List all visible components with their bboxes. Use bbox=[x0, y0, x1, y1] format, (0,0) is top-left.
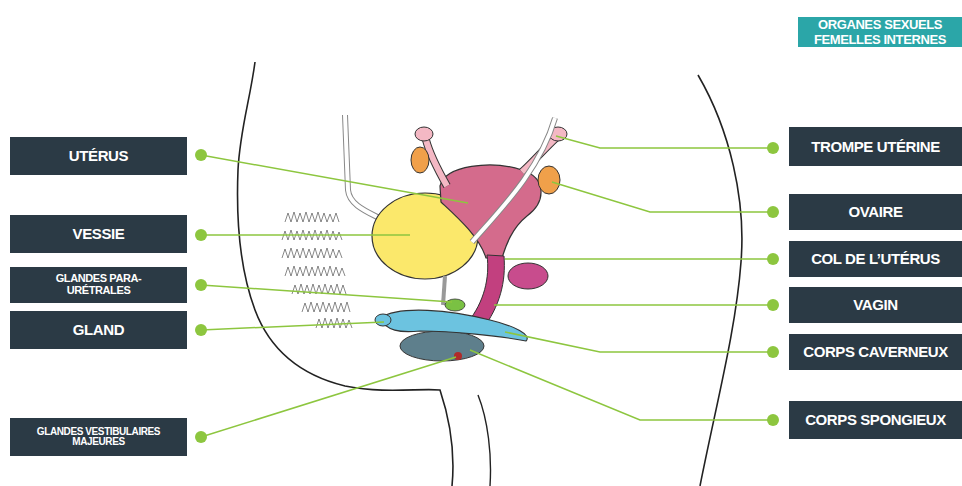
leader-dot bbox=[195, 149, 207, 161]
part-label: CORPS CAVERNEUX bbox=[803, 344, 948, 360]
leader-line bbox=[201, 234, 410, 236]
glans bbox=[375, 314, 391, 326]
label-box: VESSIE bbox=[10, 215, 187, 253]
leader-dot bbox=[195, 279, 207, 291]
part-label: CORPS SPONGIEUX bbox=[805, 412, 946, 428]
ureter bbox=[472, 118, 555, 242]
vestibular-gland bbox=[454, 352, 462, 360]
body-outline bbox=[698, 75, 742, 486]
part-label: GLANDES VESTIBULAIRES MAJEURES bbox=[24, 427, 174, 448]
leader-dot bbox=[767, 142, 779, 154]
rectal-bulge bbox=[508, 263, 548, 289]
label-box: OVAIRE bbox=[789, 194, 962, 230]
leader-dot bbox=[767, 253, 779, 265]
leader-dot bbox=[767, 299, 779, 311]
spongy-body bbox=[400, 331, 484, 361]
leader-line bbox=[201, 155, 468, 203]
leader-line bbox=[505, 332, 773, 352]
part-label: COL DE L’UTÉRUS bbox=[811, 251, 940, 267]
part-label: OVAIRE bbox=[849, 204, 903, 220]
part-label: VAGIN bbox=[853, 297, 897, 313]
ovary bbox=[538, 166, 560, 194]
label-box: UTÉRUS bbox=[10, 137, 187, 175]
title-band: ORGANES SEXUELS FEMELLES INTERNES bbox=[798, 17, 962, 47]
leader-dot bbox=[767, 346, 779, 358]
part-label: VESSIE bbox=[73, 226, 125, 242]
leader-line bbox=[552, 182, 773, 212]
leader-line bbox=[470, 350, 773, 420]
label-box: CORPS CAVERNEUX bbox=[789, 334, 962, 370]
leader-dot bbox=[195, 324, 207, 336]
cavernous-body bbox=[380, 310, 527, 341]
label-box: GLANDES VESTIBULAIRES MAJEURES bbox=[10, 418, 187, 456]
ovary bbox=[411, 147, 429, 173]
title-text: ORGANES SEXUELS FEMELLES INTERNES bbox=[798, 17, 962, 47]
urethra bbox=[443, 276, 445, 305]
part-label: TROMPE UTÉRINE bbox=[811, 139, 940, 155]
label-box: COL DE L’UTÉRUS bbox=[789, 241, 962, 277]
fimbriae bbox=[415, 127, 433, 141]
label-box: GLANDES PARA-URÉTRALES bbox=[10, 267, 187, 303]
para-urethral-glands bbox=[445, 299, 465, 311]
label-box: GLAND bbox=[10, 311, 187, 349]
part-label: GLANDES PARA-URÉTRALES bbox=[49, 273, 149, 296]
leader-line bbox=[201, 285, 452, 302]
leader-dot bbox=[195, 431, 207, 443]
body-outline bbox=[478, 395, 491, 486]
pubic-hair bbox=[282, 212, 352, 328]
part-label: UTÉRUS bbox=[69, 148, 128, 164]
leader-dot bbox=[767, 206, 779, 218]
leader-line bbox=[494, 304, 773, 306]
label-box: VAGIN bbox=[789, 287, 962, 323]
leader-dot bbox=[195, 229, 207, 241]
label-box: TROMPE UTÉRINE bbox=[789, 127, 962, 166]
leader-line bbox=[201, 322, 384, 330]
leader-dot bbox=[767, 414, 779, 426]
part-label: GLAND bbox=[73, 322, 124, 338]
label-box: CORPS SPONGIEUX bbox=[789, 401, 962, 439]
ureter bbox=[472, 118, 555, 242]
leader-line bbox=[201, 357, 456, 437]
leader-line bbox=[505, 258, 773, 260]
leader-line bbox=[556, 136, 773, 148]
